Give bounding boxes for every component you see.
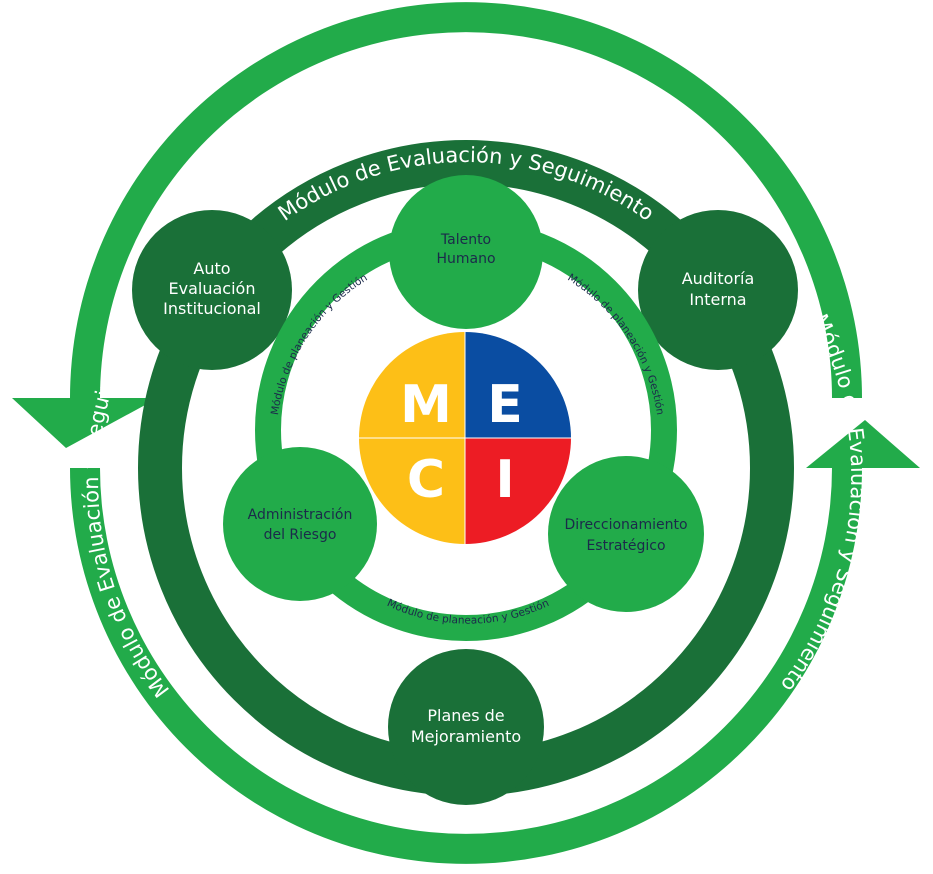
meci-quadrant-c: [359, 438, 465, 544]
node-auditoria-line-2: Interna: [689, 290, 746, 309]
meci-core: M E C I: [359, 332, 571, 544]
node-talento: Talento Humano: [389, 175, 543, 329]
meci-letter-c: C: [407, 450, 445, 510]
node-planes-line-1: Planes de: [427, 706, 504, 725]
meci-letter-m: M: [400, 375, 452, 435]
outer-label-top: Informaciòn y Comunicacion: [293, 65, 639, 132]
node-auto-evaluacion-line-2: Evaluación: [169, 279, 256, 298]
meci-quadrant-e: [465, 332, 571, 438]
node-direccionamiento: Direccionamiento Estratégico: [548, 456, 704, 612]
node-administracion-line-2: del Riesgo: [264, 527, 337, 543]
meci-quadrant-i: [465, 438, 571, 544]
node-auto-evaluacion-line-3: Institucional: [163, 299, 261, 318]
node-administracion: Administración del Riesgo: [223, 447, 377, 601]
node-auditoria: Auditoría Interna: [638, 210, 798, 370]
node-auditoria-line-1: Auditoría: [682, 269, 755, 288]
meci-letter-i: I: [495, 450, 514, 510]
node-direccionamiento-line-2: Estratégico: [586, 538, 665, 554]
node-talento-line-2: Humano: [436, 251, 495, 267]
node-auto-evaluacion: Auto Evaluación Institucional: [132, 210, 292, 370]
node-talento-line-1: Talento: [440, 232, 491, 248]
arrow-down-left-icon: [12, 398, 158, 448]
node-planes: Planes de Mejoramiento: [388, 649, 544, 805]
node-administracion-line-1: Administración: [248, 507, 353, 523]
meci-quadrant-m: [359, 332, 465, 438]
node-planes-line-2: Mejoramiento: [411, 727, 521, 746]
node-auto-evaluacion-line-1: Auto: [193, 259, 230, 278]
meci-letter-e: E: [487, 375, 523, 435]
node-direccionamiento-line-1: Direccionamiento: [564, 517, 687, 533]
arrow-up-right-icon: [806, 420, 920, 468]
